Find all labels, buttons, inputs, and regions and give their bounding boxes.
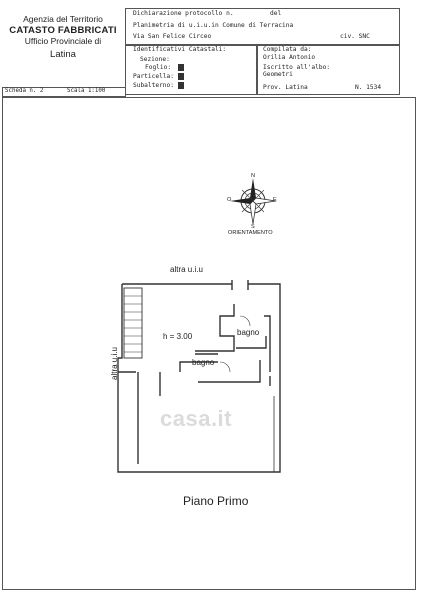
drawing-frame	[2, 97, 416, 590]
altra-uiu-left: altra u.i.u	[110, 347, 119, 380]
identificativi-label: Identificativi Catastali:	[133, 46, 227, 53]
bagno-label-2: bagno	[192, 358, 215, 367]
scheda-label: Scheda n. 2	[5, 88, 44, 94]
catasto-title: CATASTO FABBRICATI	[9, 25, 117, 36]
compilata-label: Compilata da:	[263, 46, 312, 53]
watermark-text: casa.it	[160, 406, 232, 431]
scala-label: Scala 1:100	[67, 88, 106, 94]
date-label: del	[270, 10, 282, 17]
altra-uiu-top: altra u.i.u	[170, 265, 203, 274]
register-number: N. 1534	[355, 84, 382, 91]
address-label: Via San Felice Circeo	[133, 33, 212, 40]
compass-rose-icon	[230, 178, 277, 225]
foglio-label: Foglio:	[145, 64, 172, 71]
redacted-foglio	[178, 64, 184, 71]
compass-e: E	[273, 197, 277, 203]
redacted-particella	[178, 73, 184, 80]
floor-plan: casa.it	[117, 280, 281, 473]
floor-label: Piano Primo	[183, 494, 249, 508]
sezione-label: Sezione:	[140, 56, 170, 63]
compilata-box	[257, 45, 400, 95]
agency-block: Agenzia del Territorio CATASTO FABBRICAT…	[8, 14, 118, 60]
planimetria-label: Planimetria di u.i.u.in Comune di Terrac…	[133, 22, 294, 29]
dichiarazione-label: Dichiarazione protocollo n.	[133, 10, 234, 17]
agency-name: Agenzia del Territorio	[23, 14, 103, 24]
compilatore-name: Orilia Antonio	[263, 54, 316, 61]
iscritto-label: Iscritto all'albo:	[263, 64, 331, 71]
albo-value: Geometri	[263, 71, 293, 78]
ceiling-height: h = 3.00	[163, 332, 193, 341]
province-name: Latina	[50, 49, 76, 60]
office-name: Ufficio Provinciale di	[24, 36, 102, 46]
identificativi-box	[125, 45, 257, 95]
compass-o: O	[227, 197, 232, 203]
compass-s: S	[251, 224, 255, 230]
province-value: Prov. Latina	[263, 84, 308, 91]
compass-caption: ORIENTAMENTO	[228, 230, 273, 236]
civic-label: civ. SNC	[340, 33, 370, 40]
protocol-box	[125, 8, 400, 45]
scheda-row	[2, 87, 126, 97]
redacted-subalterno	[178, 82, 184, 89]
bagno-label-1: bagno	[237, 328, 260, 337]
subalterno-label: Subalterno:	[133, 82, 174, 89]
particella-label: Particella:	[133, 73, 174, 80]
compass-n: N	[251, 173, 256, 179]
